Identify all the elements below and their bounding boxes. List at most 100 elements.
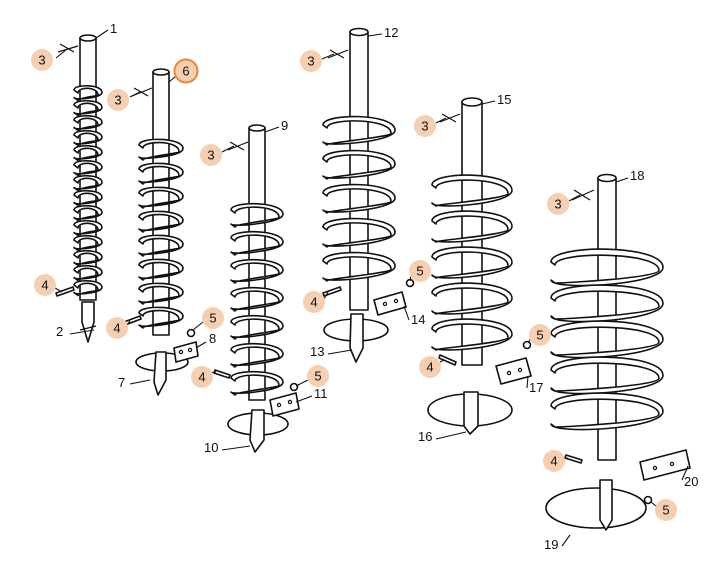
badge-number: 3 xyxy=(554,197,561,212)
flight-12-turn xyxy=(322,251,396,282)
badge-3-d: 3 xyxy=(300,50,322,72)
badge-3-b: 3 xyxy=(107,89,129,111)
bolt-4-f xyxy=(564,454,583,464)
badge-number: 5 xyxy=(416,264,423,279)
leader-line xyxy=(295,379,309,387)
part-number-16: 16 xyxy=(418,429,432,444)
auger-6 xyxy=(138,68,184,336)
leader-line xyxy=(126,320,131,326)
badge-number: 5 xyxy=(314,369,321,384)
badge-number: 3 xyxy=(307,54,314,69)
leader-line xyxy=(295,395,313,403)
part-number-17: 17 xyxy=(529,380,543,395)
flight-18-turn xyxy=(550,356,664,395)
badge-3-c: 3 xyxy=(200,144,222,166)
auger-18-cutter xyxy=(545,479,647,531)
part-number-14: 14 xyxy=(411,312,425,327)
flight-1-turn xyxy=(73,234,103,252)
part-label-12: 12 xyxy=(384,25,398,40)
part-label-19: 19 xyxy=(544,537,558,552)
blade-11 xyxy=(269,392,300,417)
flight-6-turn xyxy=(138,162,184,185)
part-number-15: 15 xyxy=(497,92,511,107)
auger-15-cutter xyxy=(427,391,513,435)
badge-number: 3 xyxy=(207,148,214,163)
flight-9-turn xyxy=(230,342,284,368)
badge-number: 4 xyxy=(113,321,120,336)
flight-1-turn xyxy=(73,144,103,162)
auger-12 xyxy=(322,27,396,311)
flight-1-turn xyxy=(73,84,103,102)
part-number-2: 2 xyxy=(56,324,63,339)
part-label-17: 17 xyxy=(529,380,543,395)
flight-6-turn xyxy=(138,258,184,281)
pin-3-c xyxy=(227,141,249,151)
blade-17 xyxy=(495,357,532,385)
part-number-19: 19 xyxy=(544,537,558,552)
leader-line xyxy=(327,349,353,355)
badge-number: 4 xyxy=(198,370,205,385)
auger-15 xyxy=(431,97,513,366)
flight-15-turn xyxy=(431,318,513,351)
badge-number: 4 xyxy=(41,278,48,293)
flight-15-turn xyxy=(431,174,513,207)
part-number-12: 12 xyxy=(384,25,398,40)
leader-line xyxy=(54,287,63,293)
part-label-14: 14 xyxy=(411,312,425,327)
part-label-1: 1 xyxy=(110,21,117,36)
leader-line xyxy=(561,534,571,547)
leader-line xyxy=(526,375,529,389)
badge-number: 6 xyxy=(182,64,189,79)
nut-5-b xyxy=(289,382,299,392)
blade-20 xyxy=(639,449,691,481)
flight-18-turn xyxy=(550,248,664,287)
part-number-8: 8 xyxy=(209,331,216,346)
flight-12-turn xyxy=(322,149,396,180)
leader-line xyxy=(264,126,280,133)
badge-4-d: 4 xyxy=(303,291,325,313)
leader-lines xyxy=(54,29,689,547)
leader-line xyxy=(221,145,235,153)
blade-14 xyxy=(373,291,407,316)
part-label-11: 11 xyxy=(314,386,328,401)
part-label-15: 15 xyxy=(497,92,511,107)
nut-5-d xyxy=(522,340,532,350)
part-label-9: 9 xyxy=(281,118,288,133)
auger-1-tip xyxy=(79,301,97,343)
leader-line xyxy=(95,29,109,39)
flight-6-turn xyxy=(138,234,184,257)
badge-number: 5 xyxy=(536,328,543,343)
part-number-20: 20 xyxy=(684,474,698,489)
flight-9-turn xyxy=(230,314,284,340)
flight-6-turn xyxy=(138,282,184,305)
flight-6-turn xyxy=(138,186,184,209)
flight-18-turn xyxy=(550,320,664,359)
part-number-13: 13 xyxy=(310,344,324,359)
flight-1-turn xyxy=(73,264,103,282)
badge-4-c: 4 xyxy=(191,366,213,388)
badge-number: 4 xyxy=(310,295,317,310)
part-label-16: 16 xyxy=(418,429,432,444)
flight-15-turn xyxy=(431,282,513,315)
badge-4-e: 4 xyxy=(419,356,441,378)
leader-line xyxy=(650,501,657,507)
flight-6-turn xyxy=(138,306,184,329)
flight-15-turn xyxy=(431,246,513,279)
flight-12-turn xyxy=(322,217,396,248)
part-label-7: 7 xyxy=(118,375,125,390)
pin-3-f xyxy=(571,189,595,201)
flight-12-turn xyxy=(322,183,396,214)
bolt-4-d xyxy=(322,286,342,297)
bolt-4-a xyxy=(55,286,75,297)
nut-5-a xyxy=(186,328,196,338)
flight-1-turn xyxy=(73,114,103,132)
badge-3-e: 3 xyxy=(414,115,436,137)
leader-line xyxy=(568,194,581,202)
badge-4-a: 4 xyxy=(34,274,56,296)
part-number-7: 7 xyxy=(118,375,125,390)
leader-line xyxy=(195,341,207,349)
flight-9-turn xyxy=(230,370,284,396)
pin-3-a xyxy=(57,43,79,53)
